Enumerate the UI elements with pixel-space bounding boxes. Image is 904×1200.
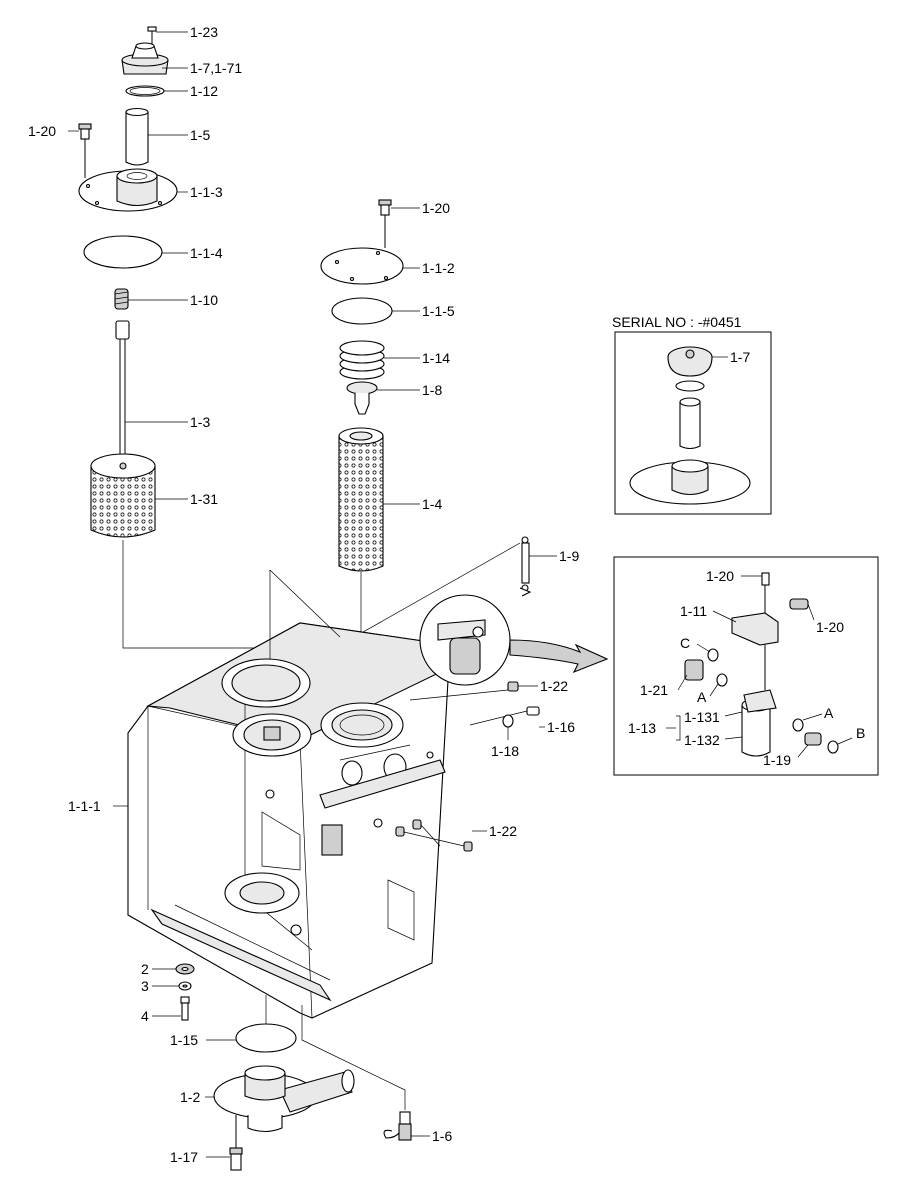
callout-detail-1-13: 1-13 (628, 720, 656, 736)
filter-element-1-4 (338, 427, 384, 572)
callout-1-17: 1-17 (170, 1149, 198, 1165)
serial-inset-frame (614, 331, 772, 515)
callout-3: 3 (141, 978, 149, 994)
serial-breather-assembly (629, 346, 751, 505)
drain-valve-1-6 (301, 1005, 412, 1141)
callout-4: 4 (141, 1008, 149, 1024)
callout-1-20-left: 1-20 (28, 123, 56, 139)
o-ring-1-18 (502, 714, 514, 728)
callout-1-2: 1-2 (180, 1089, 200, 1105)
bypass-valve-1-8 (346, 381, 378, 415)
filter-element-1-31 (90, 453, 156, 538)
callout-1-14: 1-14 (422, 350, 450, 366)
callout-1-22-side: 1-22 (489, 823, 517, 839)
callout-1-1-2: 1-1-2 (422, 260, 455, 276)
callout-1-16: 1-16 (547, 719, 575, 735)
serial-inset-title: SERIAL NO : -#0451 (612, 314, 742, 330)
fitting-1-16 (469, 706, 540, 726)
hydraulic-tank-1-1-1 (127, 569, 456, 1019)
callout-detail-c: C (680, 635, 690, 651)
cover-1-1-2 (320, 247, 404, 285)
callout-detail-1-11: 1-11 (680, 603, 707, 619)
cap-screw-1-23 (147, 26, 157, 45)
callout-1-15: 1-15 (170, 1032, 198, 1048)
callout-1-18: 1-18 (491, 743, 519, 759)
callout-detail-1-132: 1-132 (684, 732, 720, 748)
strainer-tube-1-5 (125, 107, 149, 166)
callout-1-1-3: 1-1-3 (190, 184, 223, 200)
callout-1-12: 1-12 (190, 83, 218, 99)
detail-magnifier (419, 594, 609, 686)
callout-detail-1-21: 1-21 (640, 682, 668, 698)
callout-detail-1-131: 1-131 (684, 709, 720, 725)
callout-1-3: 1-3 (190, 414, 210, 430)
bolt-4 (180, 996, 190, 1021)
callout-1-5: 1-5 (190, 127, 210, 143)
callout-detail-1-19: 1-19 (763, 752, 791, 768)
bolt-1-20-mid (378, 199, 392, 248)
callout-detail-a-left: A (697, 689, 707, 705)
breather-cap-1-7 (121, 42, 169, 75)
callout-1-4: 1-4 (422, 496, 442, 512)
callout-2: 2 (141, 961, 149, 977)
callout-1-22-top: 1-22 (540, 678, 568, 694)
callout-1-31: 1-31 (190, 491, 218, 507)
gasket-1-1-5 (331, 297, 393, 325)
callout-1-10: 1-10 (190, 292, 218, 308)
callout-1-20-mid: 1-20 (422, 200, 450, 216)
suction-pipe-1-2 (213, 1065, 355, 1133)
callout-serial-1-7: 1-7 (730, 349, 750, 365)
bolt-1-22-top (409, 681, 519, 701)
cover-plate-1-1-3 (78, 168, 178, 212)
callout-1-8: 1-8 (422, 382, 442, 398)
detail-inset-frame (613, 556, 879, 776)
gasket-1-1-4 (83, 235, 163, 269)
callout-1-9: 1-9 (559, 548, 579, 564)
washer-3 (178, 981, 192, 991)
callout-1-7-1-71: 1-7,1-71 (190, 60, 242, 76)
rod-1-3 (115, 320, 130, 462)
spring-1-10 (114, 288, 129, 310)
callout-1-1-1: 1-1-1 (68, 798, 101, 814)
bolt-1-20-left (78, 123, 92, 178)
bolts-1-22-side (395, 819, 473, 852)
bolt-1-17 (229, 1115, 243, 1171)
detail-filter-assembly (684, 572, 839, 757)
gasket-1-15 (235, 1023, 297, 1053)
spring-1-14 (339, 340, 385, 380)
callout-detail-1-20-top: 1-20 (706, 568, 734, 584)
leader-lines (68, 31, 853, 1158)
callout-1-23: 1-23 (190, 24, 218, 40)
o-ring-1-12 (125, 85, 165, 97)
callout-detail-a-right: A (824, 705, 834, 721)
callout-detail-b: B (856, 725, 865, 741)
callout-1-6: 1-6 (432, 1128, 452, 1144)
callout-1-1-5: 1-1-5 (422, 303, 455, 319)
callout-detail-1-20-right: 1-20 (816, 619, 844, 635)
washer-2 (175, 963, 195, 975)
callout-1-1-4: 1-1-4 (190, 245, 223, 261)
